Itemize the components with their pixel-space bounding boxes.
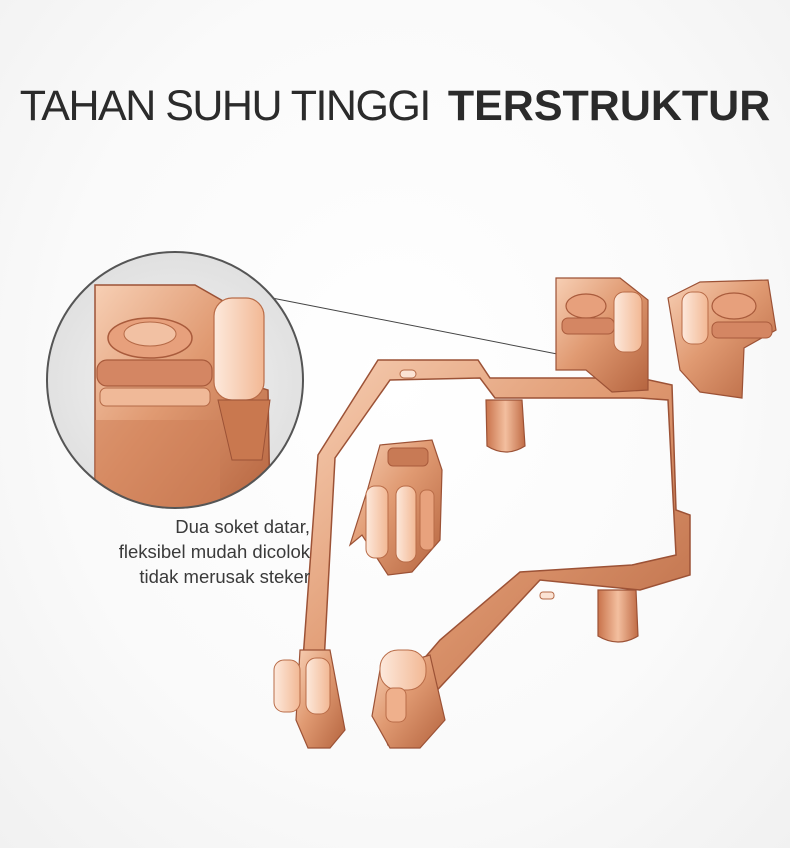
feature-caption: Dua soket datar, fleksibel mudah dicolok… xyxy=(30,514,310,589)
pointer-line xyxy=(271,297,599,363)
caption-line-2: fleksibel mudah dicolok xyxy=(118,541,310,562)
headline-bold-text: TERSTRUKTUR xyxy=(447,82,771,130)
headline: TAHAN SUHU TINGGI TERSTRUKTUR xyxy=(0,82,790,131)
zoom-detail-circle xyxy=(46,251,304,509)
headline-light-text: TAHAN SUHU TINGGI xyxy=(19,82,432,130)
caption-line-3: tidak merusak steker xyxy=(139,566,310,587)
caption-line-1: Dua soket datar, xyxy=(175,516,310,537)
copper-frame xyxy=(273,277,777,749)
